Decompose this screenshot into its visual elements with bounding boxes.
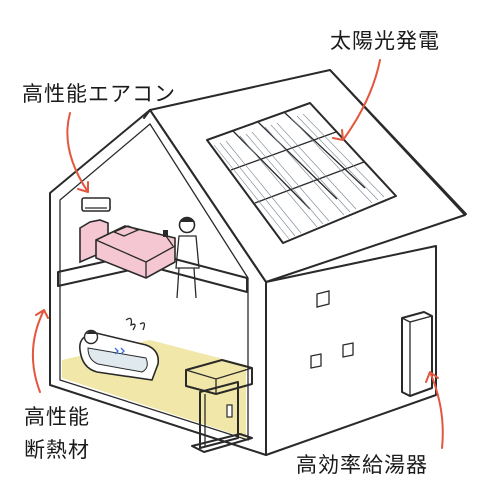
door-icon <box>185 359 253 453</box>
roof-ridge-edge <box>143 69 467 215</box>
house-front-wall <box>49 109 267 456</box>
window-icon <box>310 290 354 369</box>
solar-panel-icon <box>206 102 397 244</box>
water-heater-label: 高効率給湯器 <box>296 453 428 477</box>
insulation-label-line2: 断熱材 <box>24 438 90 462</box>
aircon-arrow <box>66 112 89 193</box>
solar-arrow <box>332 59 381 141</box>
bed-mattress <box>95 225 176 279</box>
aircon-label: 高性能エアコン <box>22 82 176 106</box>
air-conditioner-icon <box>81 197 111 212</box>
annotation-arrows <box>31 59 444 449</box>
bathtub-icon <box>79 317 160 381</box>
water-heater-icon <box>401 311 433 397</box>
solar-panel-array <box>206 102 397 244</box>
water-heater-arrow <box>425 371 444 449</box>
bed-icon <box>79 219 176 279</box>
insulation-label-line1: 高性能 <box>24 405 90 429</box>
insulation-arrow <box>31 309 49 393</box>
aircon-unit <box>81 197 111 212</box>
bath-water <box>87 347 148 373</box>
person-icon <box>163 216 200 299</box>
house-roof <box>149 69 466 283</box>
solar-label: 太陽光発電 <box>330 29 440 53</box>
house-interior-cutaway <box>59 123 249 441</box>
